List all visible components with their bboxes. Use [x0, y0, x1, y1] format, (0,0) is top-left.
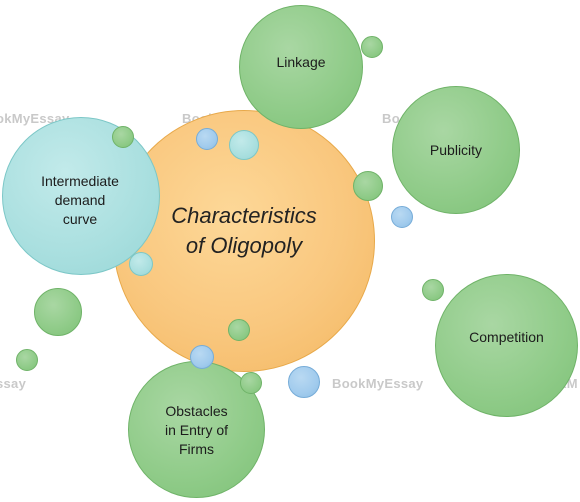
- publicity-label-text: Publicity: [429, 141, 483, 158]
- center-label-line: Characteristics: [171, 203, 317, 228]
- competition-circle: [435, 274, 578, 417]
- publicity-label: Publicity: [392, 140, 520, 160]
- small-circle: [16, 349, 38, 371]
- competition-label: Competition: [435, 327, 578, 347]
- obstacles-label: Obstacles in Entry of Firms: [128, 400, 265, 460]
- intermediate-demand-curve-circle: [2, 117, 160, 275]
- linkage-label: Linkage: [239, 52, 363, 72]
- intermediate-demand-curve-label: Intermediate demand curve: [10, 170, 150, 230]
- watermark: ssay: [0, 376, 27, 391]
- small-circle: [422, 279, 444, 301]
- label-line: Obstacles: [165, 402, 228, 419]
- competition-label-text: Competition: [469, 328, 544, 345]
- linkage-label-text: Linkage: [276, 53, 326, 70]
- small-circle: [196, 128, 218, 150]
- small-circle: [353, 171, 383, 201]
- label-line: curve: [62, 210, 98, 227]
- publicity-circle: [392, 86, 520, 214]
- center-label: Characteristics of Oligopoly: [148, 196, 340, 266]
- small-circle: [228, 319, 250, 341]
- small-circle: [112, 126, 134, 148]
- small-circle: [190, 345, 214, 369]
- small-circle: [361, 36, 383, 58]
- small-circle: [34, 288, 82, 336]
- label-line: Firms: [179, 440, 214, 457]
- label-line: in Entry of: [164, 421, 229, 438]
- small-circle: [229, 130, 259, 160]
- small-circle: [129, 252, 153, 276]
- small-circle: [240, 372, 262, 394]
- label-line: demand: [54, 191, 106, 208]
- center-label-line: of Oligopoly: [185, 233, 303, 258]
- small-circle: [391, 206, 413, 228]
- small-circle: [288, 366, 320, 398]
- linkage-circle: [239, 5, 363, 129]
- watermark: BookMyEssay: [332, 376, 424, 391]
- label-line: Intermediate: [41, 172, 119, 189]
